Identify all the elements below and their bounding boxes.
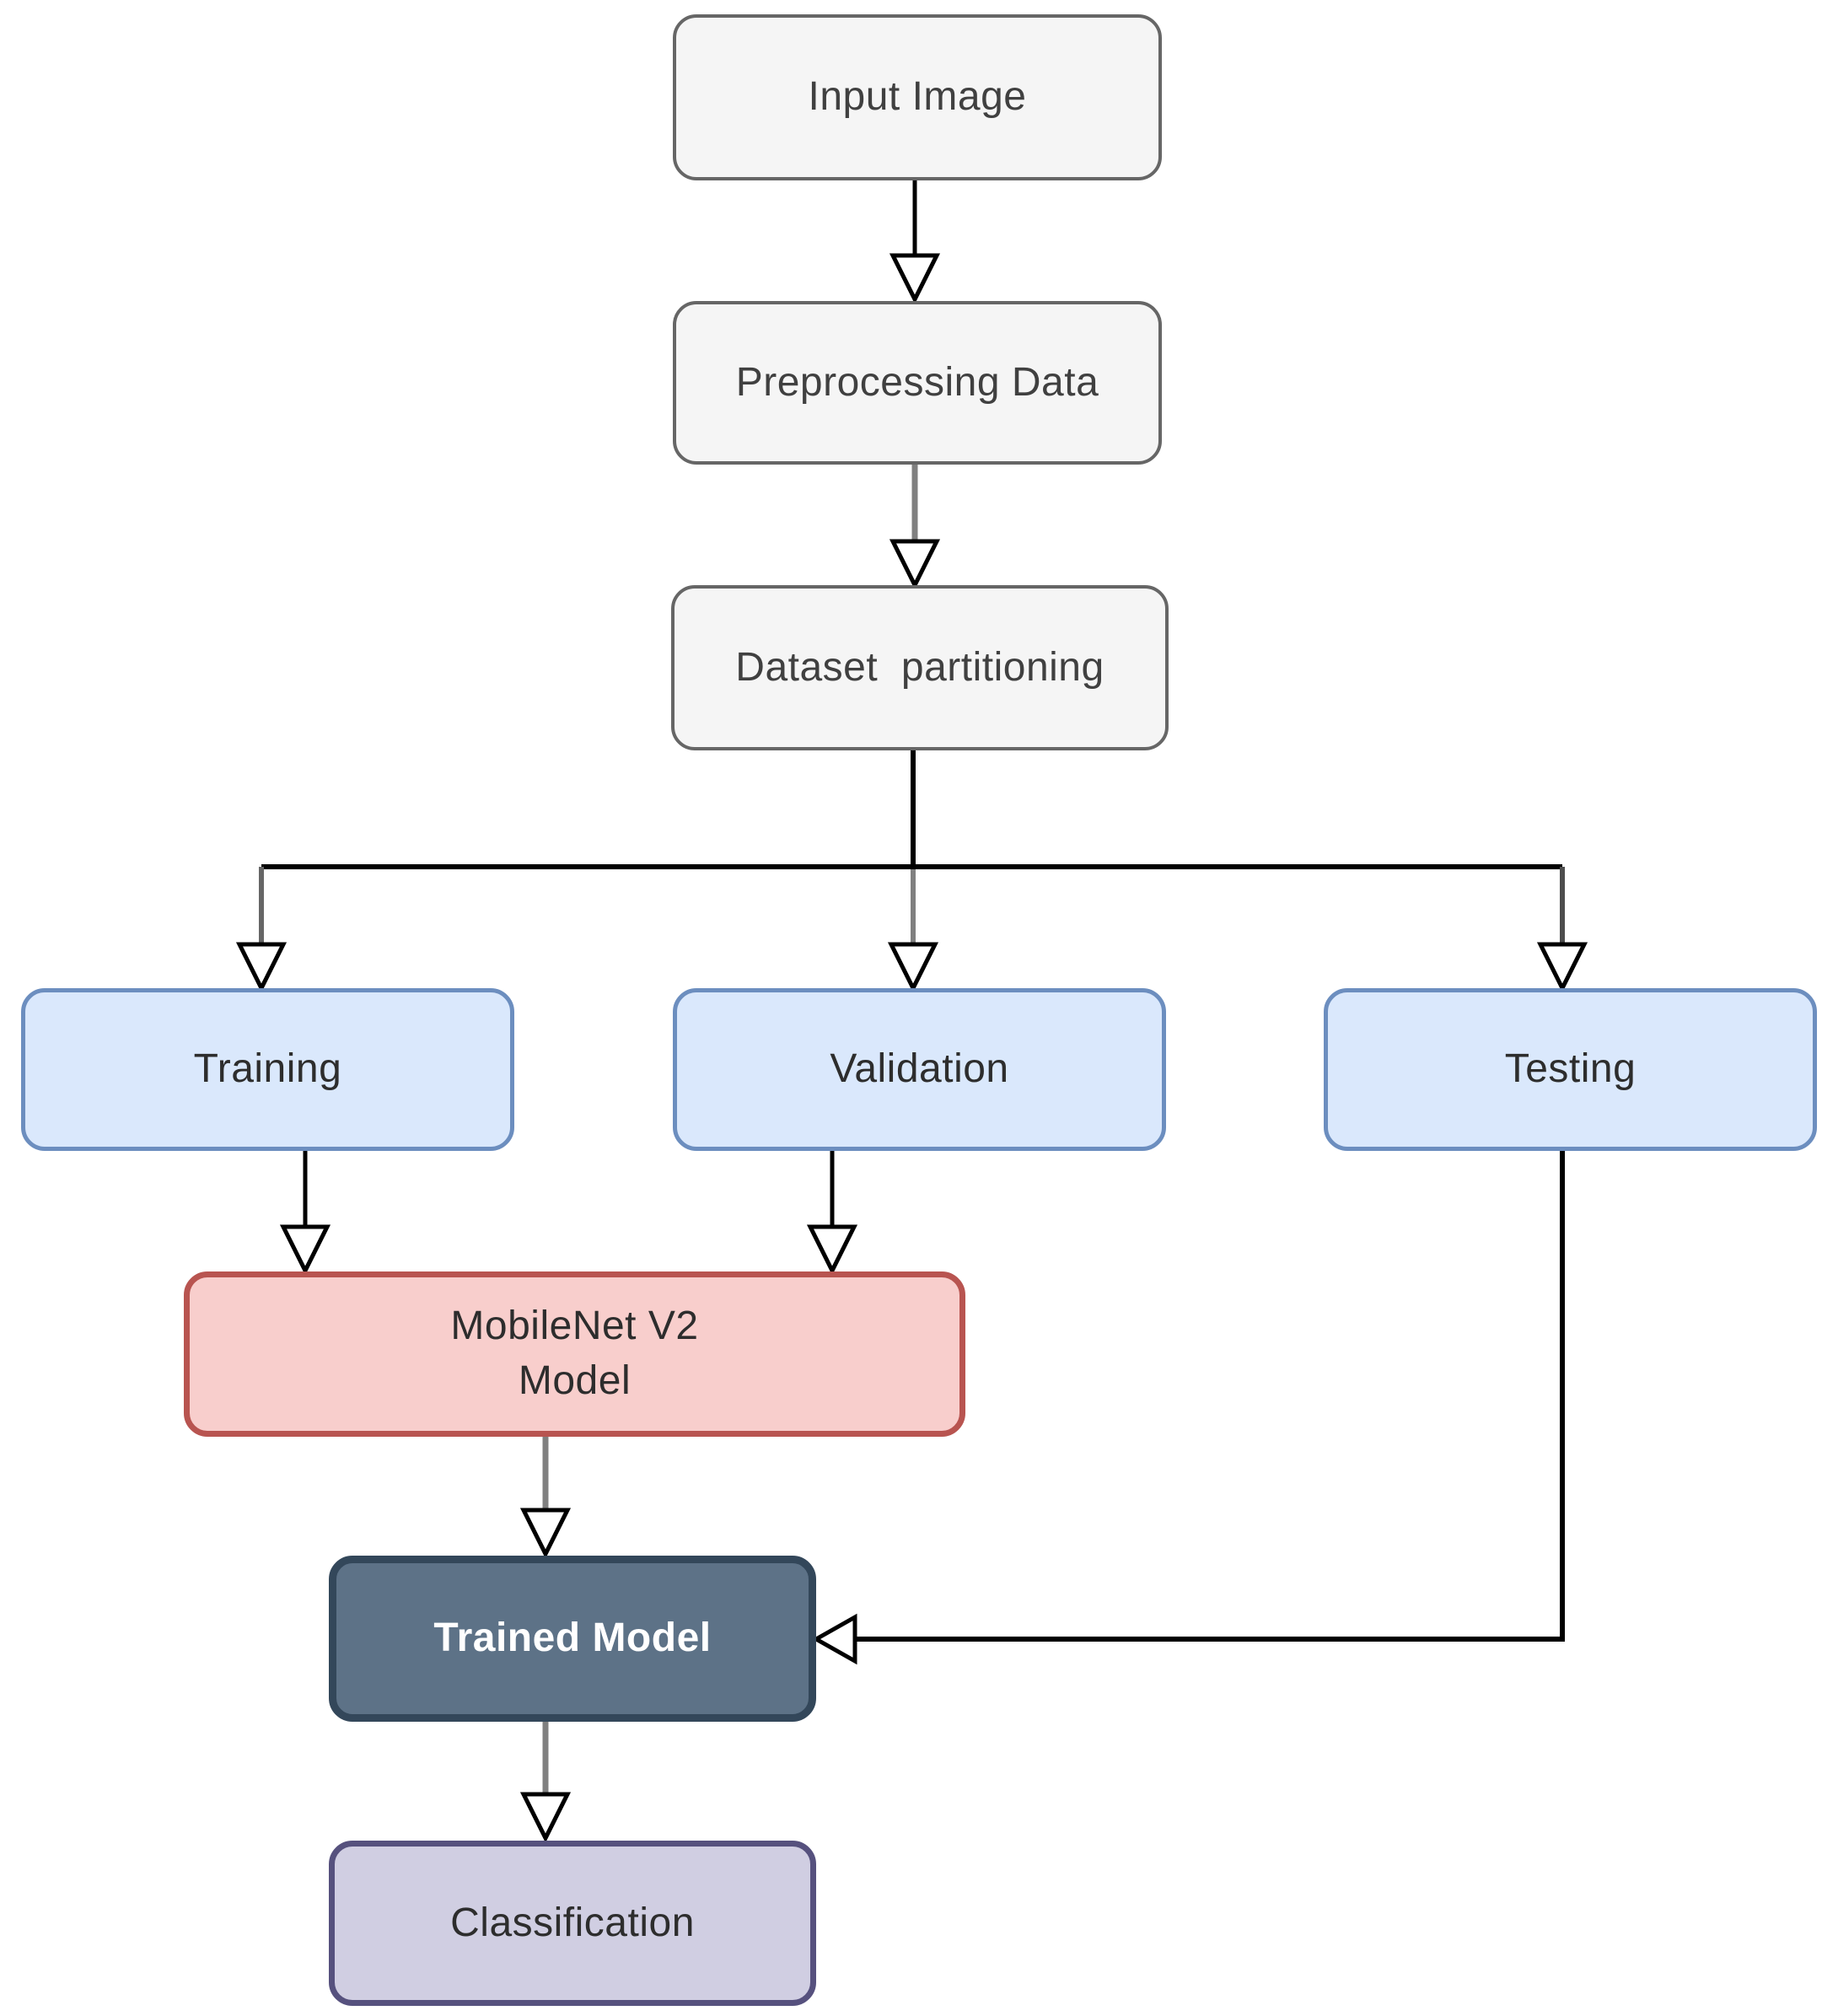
arrowhead-training-to-mobilenet <box>279 1224 331 1276</box>
arrowhead-mobilenet-to-trained <box>519 1508 572 1559</box>
node-validation: Validation <box>673 988 1166 1151</box>
node-training: Training <box>21 988 514 1151</box>
node-trained-model: Trained Model <box>329 1556 816 1722</box>
node-testing: Testing <box>1324 988 1817 1151</box>
arrowhead-input-to-preprocessing <box>889 253 941 304</box>
node-label: Preprocessing Data <box>735 359 1099 405</box>
node-label: Validation <box>830 1046 1009 1092</box>
arrowhead-validation-to-mobilenet <box>806 1224 858 1276</box>
edge-testing-to-trained <box>855 1151 1565 1642</box>
node-label: Dataset partitioning <box>735 644 1104 690</box>
node-label: Input Image <box>808 74 1027 120</box>
node-dataset-partitioning: Dataset partitioning <box>671 585 1169 750</box>
node-input-image: Input Image <box>673 14 1162 180</box>
node-label: Trained Model <box>433 1615 712 1661</box>
arrowhead-testing-to-trained <box>811 1613 857 1665</box>
arrowhead-branch-to-training <box>235 942 288 993</box>
arrowhead-branch-to-testing <box>1536 942 1588 993</box>
arrowhead-trained-to-classification <box>519 1792 572 1843</box>
node-mobilenet-v2-model: MobileNet V2 Model <box>184 1271 965 1437</box>
arrowhead-branch-to-validation <box>887 942 939 993</box>
node-label: MobileNet V2 Model <box>450 1304 699 1403</box>
node-label: Classification <box>450 1900 695 1945</box>
node-label: Testing <box>1504 1046 1637 1092</box>
node-preprocessing-data: Preprocessing Data <box>673 301 1162 465</box>
arrowhead-preprocessing-to-dataset <box>889 539 941 590</box>
node-label: Training <box>193 1046 342 1092</box>
node-classification: Classification <box>329 1841 816 2006</box>
